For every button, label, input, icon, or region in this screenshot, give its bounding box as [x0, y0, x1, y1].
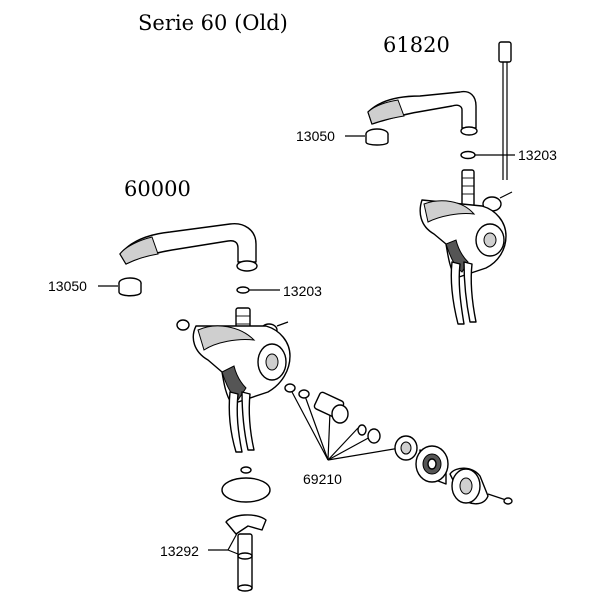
o-ring-icon: [236, 286, 250, 294]
model-number-60000: 60000: [124, 177, 191, 201]
cartridge-parts: [284, 383, 513, 505]
model-number-61820: 61820: [383, 33, 450, 57]
pop-up-tailpiece-icon: [237, 533, 253, 591]
callout-13050-right: 13050: [296, 128, 335, 144]
leader-lines: [98, 135, 515, 557]
faucet-61820: [365, 41, 513, 325]
gasket-icon: [221, 477, 271, 503]
callout-69210: 69210: [303, 471, 342, 487]
pop-up-flange-icon: [225, 514, 267, 535]
callout-13050-left: 13050: [48, 278, 87, 294]
callout-13292: 13292: [160, 543, 199, 559]
faucet-60000: [118, 223, 291, 592]
diagram-title: Serie 60 (Old): [138, 11, 288, 35]
callout-13203-right: 13203: [518, 147, 557, 163]
callout-13203-left: 13203: [283, 283, 322, 299]
o-ring-icon: [460, 150, 476, 160]
rod-knob-icon: [498, 41, 512, 63]
